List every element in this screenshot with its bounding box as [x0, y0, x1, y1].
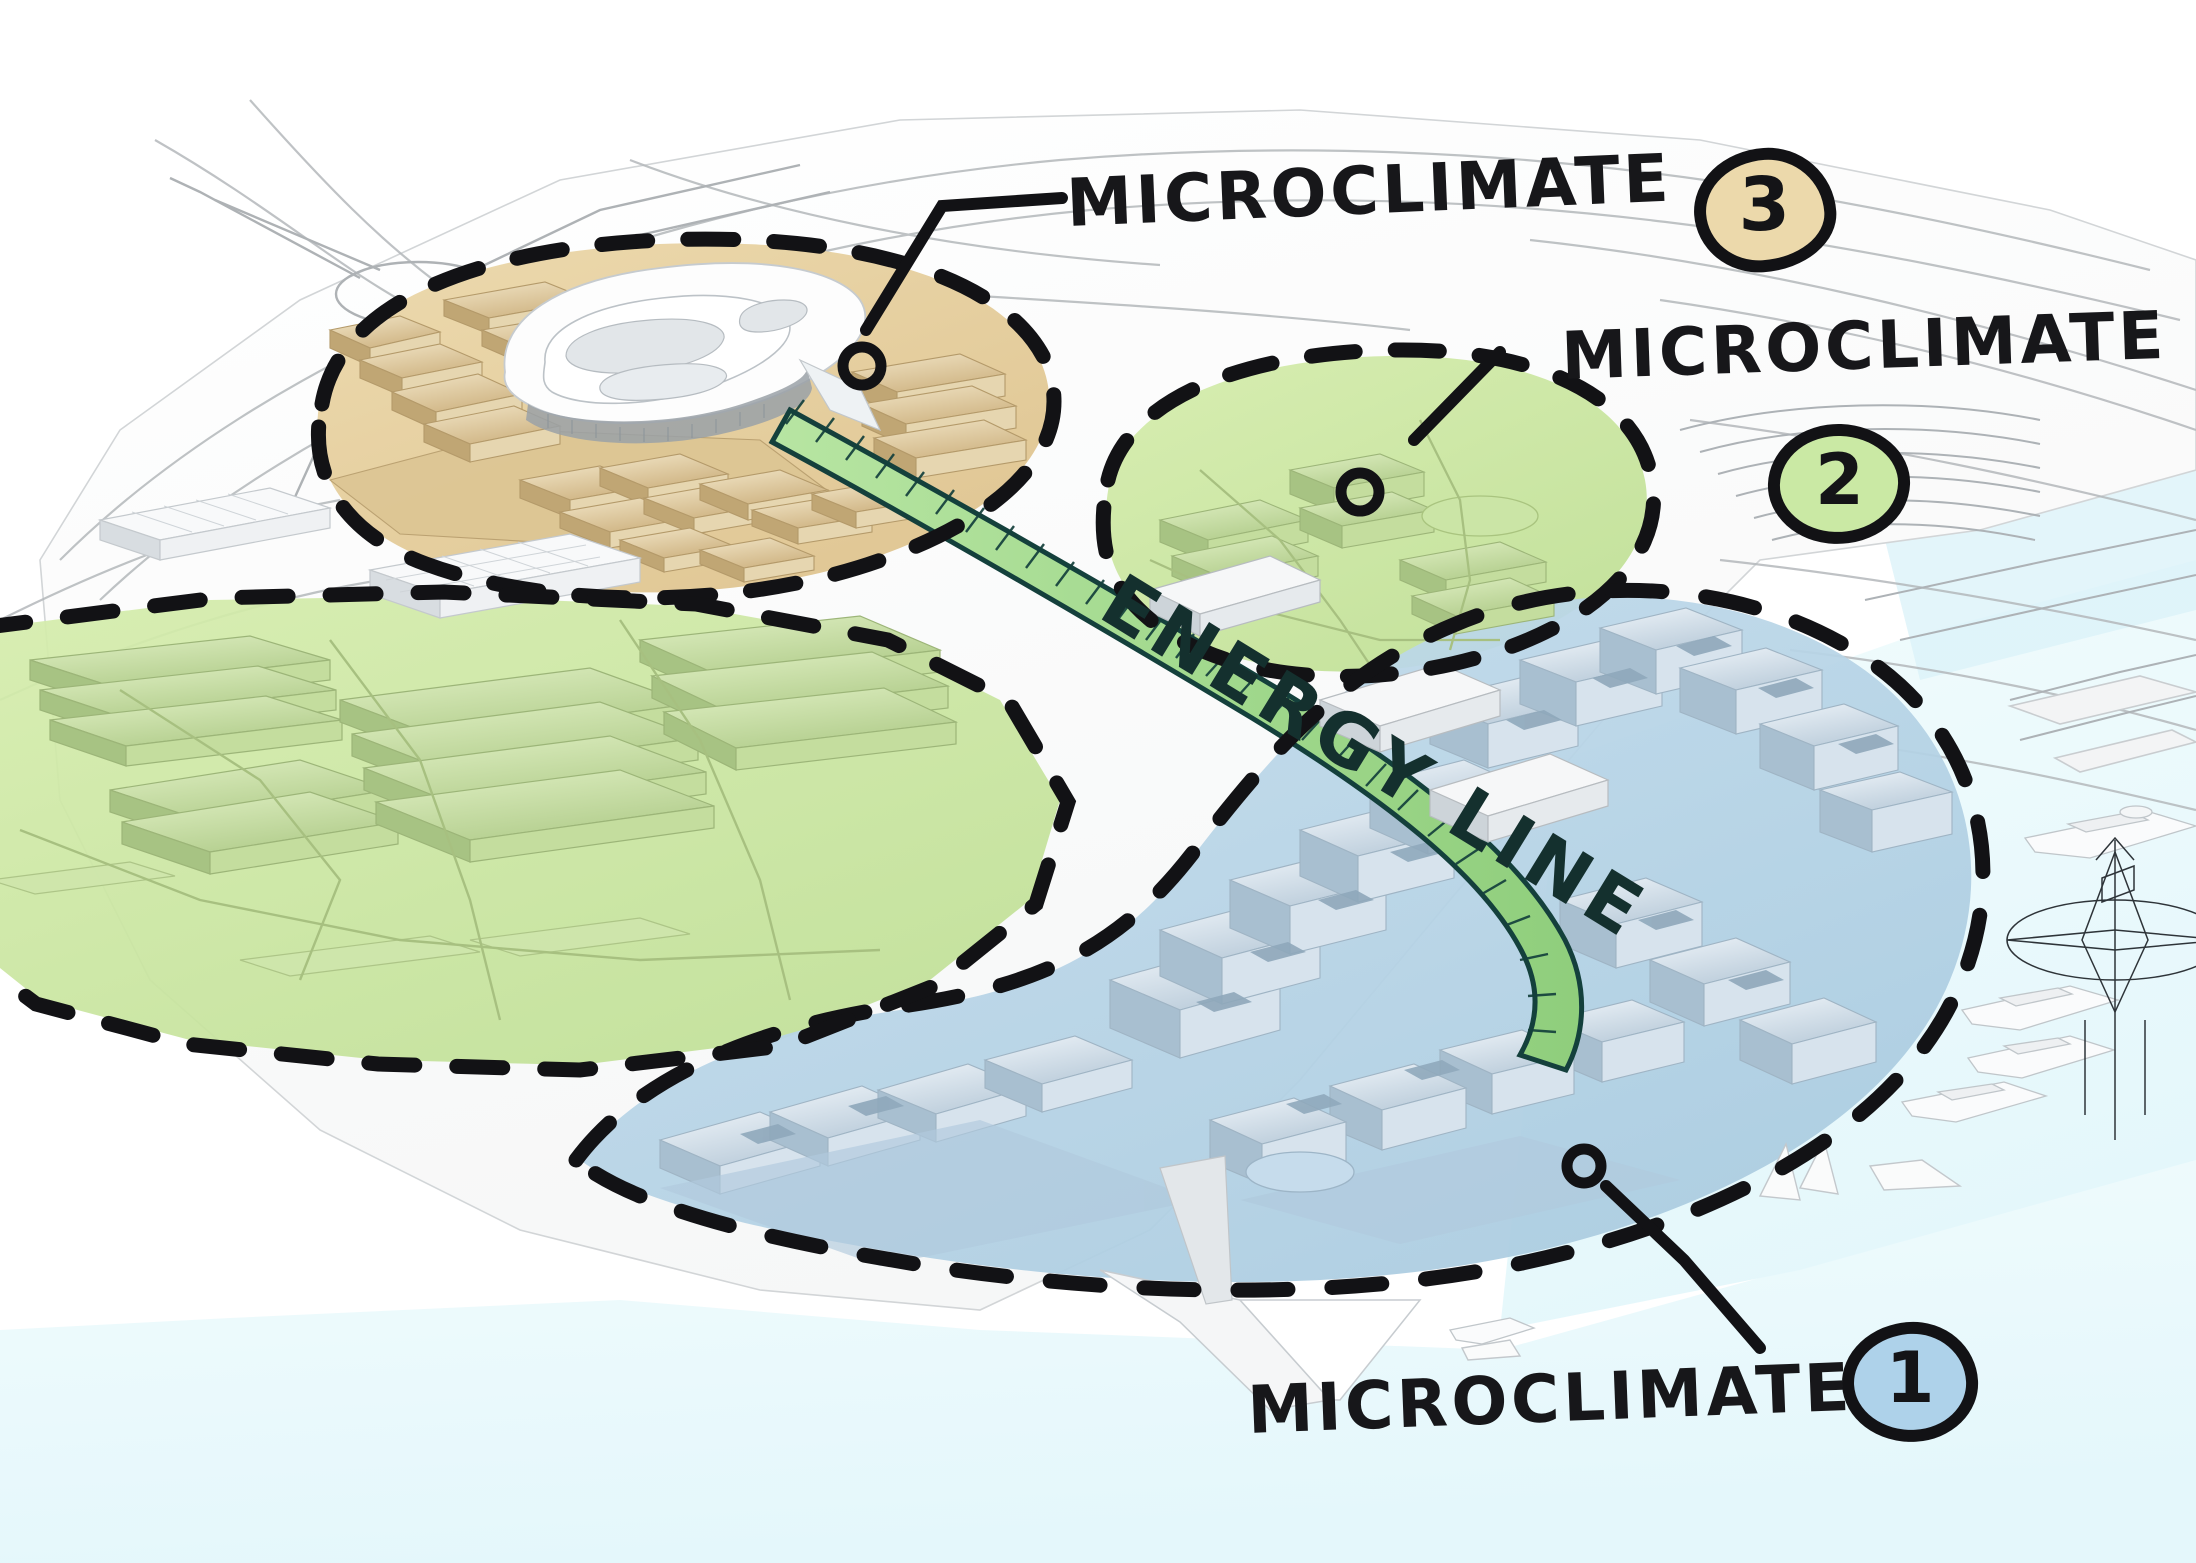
leader-line-microclimate-3: [837, 192, 1068, 391]
svg-text:ENERGY LINE: ENERGY LINE: [1087, 558, 1663, 957]
tan-zone-buildings: [328, 281, 1028, 583]
energy-line-text: ENERGY LINE: [1087, 558, 1663, 957]
zone-2-dashed-boundary: [1095, 342, 1661, 684]
zone-green-west-dashed-boundary: [0, 584, 1077, 1078]
badge-2-value: 2: [1814, 439, 1864, 522]
bottom-pier: [1099, 1155, 1422, 1411]
corridor-platform-blocks: [1148, 555, 1610, 843]
energy-line-corridor: [768, 399, 1585, 1074]
site-contour-lines: [0, 99, 2196, 812]
white-organic-pavilion: [503, 262, 882, 444]
harbour-pier-slabs: [2007, 675, 2196, 773]
green-zone-buildings: [0, 615, 959, 1021]
yacht-group: [1448, 805, 2196, 1345]
north-arrow-icon: [2006, 836, 2196, 1140]
leader-line-microclimate-2: [1335, 346, 1506, 517]
badge-1-value: 1: [1885, 1337, 1935, 1420]
badge-3-value: 3: [1738, 162, 1791, 249]
zone-1-dashed-boundary: [565, 582, 1991, 1298]
leader-line-microclimate-1: [1561, 1143, 1766, 1354]
zone-3-dashed-boundary: [311, 231, 1062, 606]
